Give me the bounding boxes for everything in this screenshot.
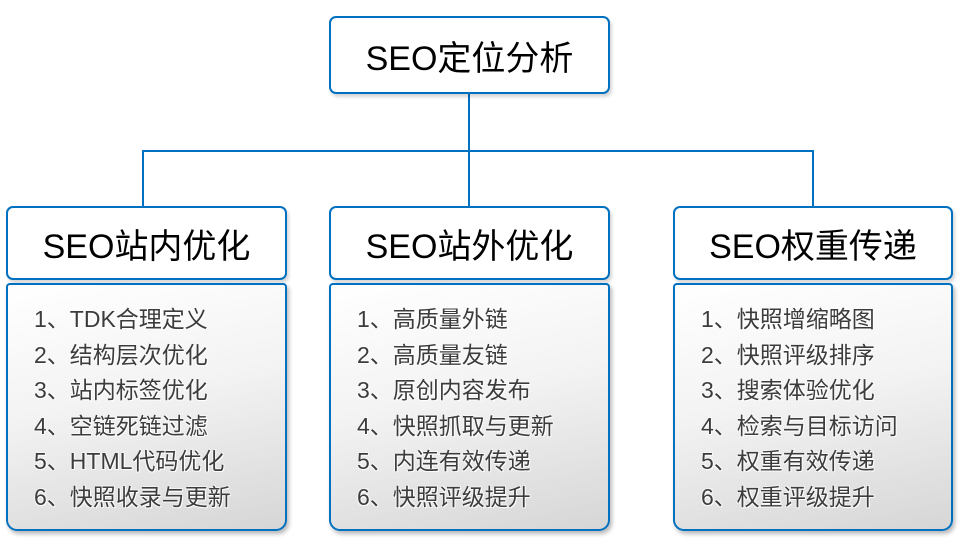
branch-items: 1、快照增缩略图 2、快照评级排序 3、搜索体验优化 4、检索与目标访问 5、权…	[701, 302, 943, 515]
list-item: 2、快照评级排序	[701, 341, 875, 368]
connector-drop-left	[142, 150, 144, 207]
list-item: 5、HTML代码优化	[34, 448, 225, 474]
list-item: 5、权重有效传递	[701, 448, 875, 474]
branch-header-offsite: SEO站外优化	[329, 206, 610, 280]
root-node: SEO定位分析	[329, 16, 610, 94]
list-item: 4、检索与目标访问	[701, 412, 898, 439]
connector-drop-right	[812, 150, 814, 207]
list-item: 5、内连有效传递	[357, 448, 531, 474]
root-node-label: SEO定位分析	[365, 39, 574, 78]
list-item: 2、结构层次优化	[34, 341, 208, 368]
branch-list-onsite: 1、TDK合理定义 2、结构层次优化 3、站内标签优化 4、空链死链过滤 5、H…	[6, 283, 287, 531]
connector-horizontal	[142, 150, 814, 152]
list-item: 6、快照收录与更新	[34, 483, 231, 510]
branch-list-weight: 1、快照增缩略图 2、快照评级排序 3、搜索体验优化 4、检索与目标访问 5、权…	[673, 283, 953, 531]
branch-items: 1、TDK合理定义 2、结构层次优化 3、站内标签优化 4、空链死链过滤 5、H…	[34, 302, 277, 515]
list-item: 3、原创内容发布	[357, 377, 531, 403]
list-item: 2、高质量友链	[357, 341, 508, 368]
branch-title: SEO站内优化	[42, 227, 251, 266]
list-item: 4、快照抓取与更新	[357, 412, 554, 439]
branch-column-offsite: SEO站外优化 1、高质量外链 2、高质量友链 3、原创内容发布 4、快照抓取与…	[329, 206, 610, 531]
branch-column-weight: SEO权重传递 1、快照增缩略图 2、快照评级排序 3、搜索体验优化 4、检索与…	[673, 206, 953, 531]
branch-items: 1、高质量外链 2、高质量友链 3、原创内容发布 4、快照抓取与更新 5、内连有…	[357, 302, 600, 515]
list-item: 3、搜索体验优化	[701, 377, 875, 403]
list-item: 1、高质量外链	[357, 306, 508, 332]
branch-column-onsite: SEO站内优化 1、TDK合理定义 2、结构层次优化 3、站内标签优化 4、空链…	[6, 206, 287, 531]
list-item: 3、站内标签优化	[34, 377, 208, 403]
list-item: 1、TDK合理定义	[34, 306, 208, 332]
branch-title: SEO站外优化	[365, 227, 574, 266]
branch-list-offsite: 1、高质量外链 2、高质量友链 3、原创内容发布 4、快照抓取与更新 5、内连有…	[329, 283, 610, 531]
list-item: 6、快照评级提升	[357, 483, 531, 510]
connector-root-vertical	[468, 93, 470, 151]
connector-drop-middle	[468, 150, 470, 207]
list-item: 6、权重评级提升	[701, 483, 875, 510]
list-item: 4、空链死链过滤	[34, 412, 208, 439]
list-item: 1、快照增缩略图	[701, 306, 875, 332]
branch-header-weight: SEO权重传递	[673, 206, 953, 280]
branch-header-onsite: SEO站内优化	[6, 206, 287, 280]
branch-title: SEO权重传递	[709, 227, 917, 266]
